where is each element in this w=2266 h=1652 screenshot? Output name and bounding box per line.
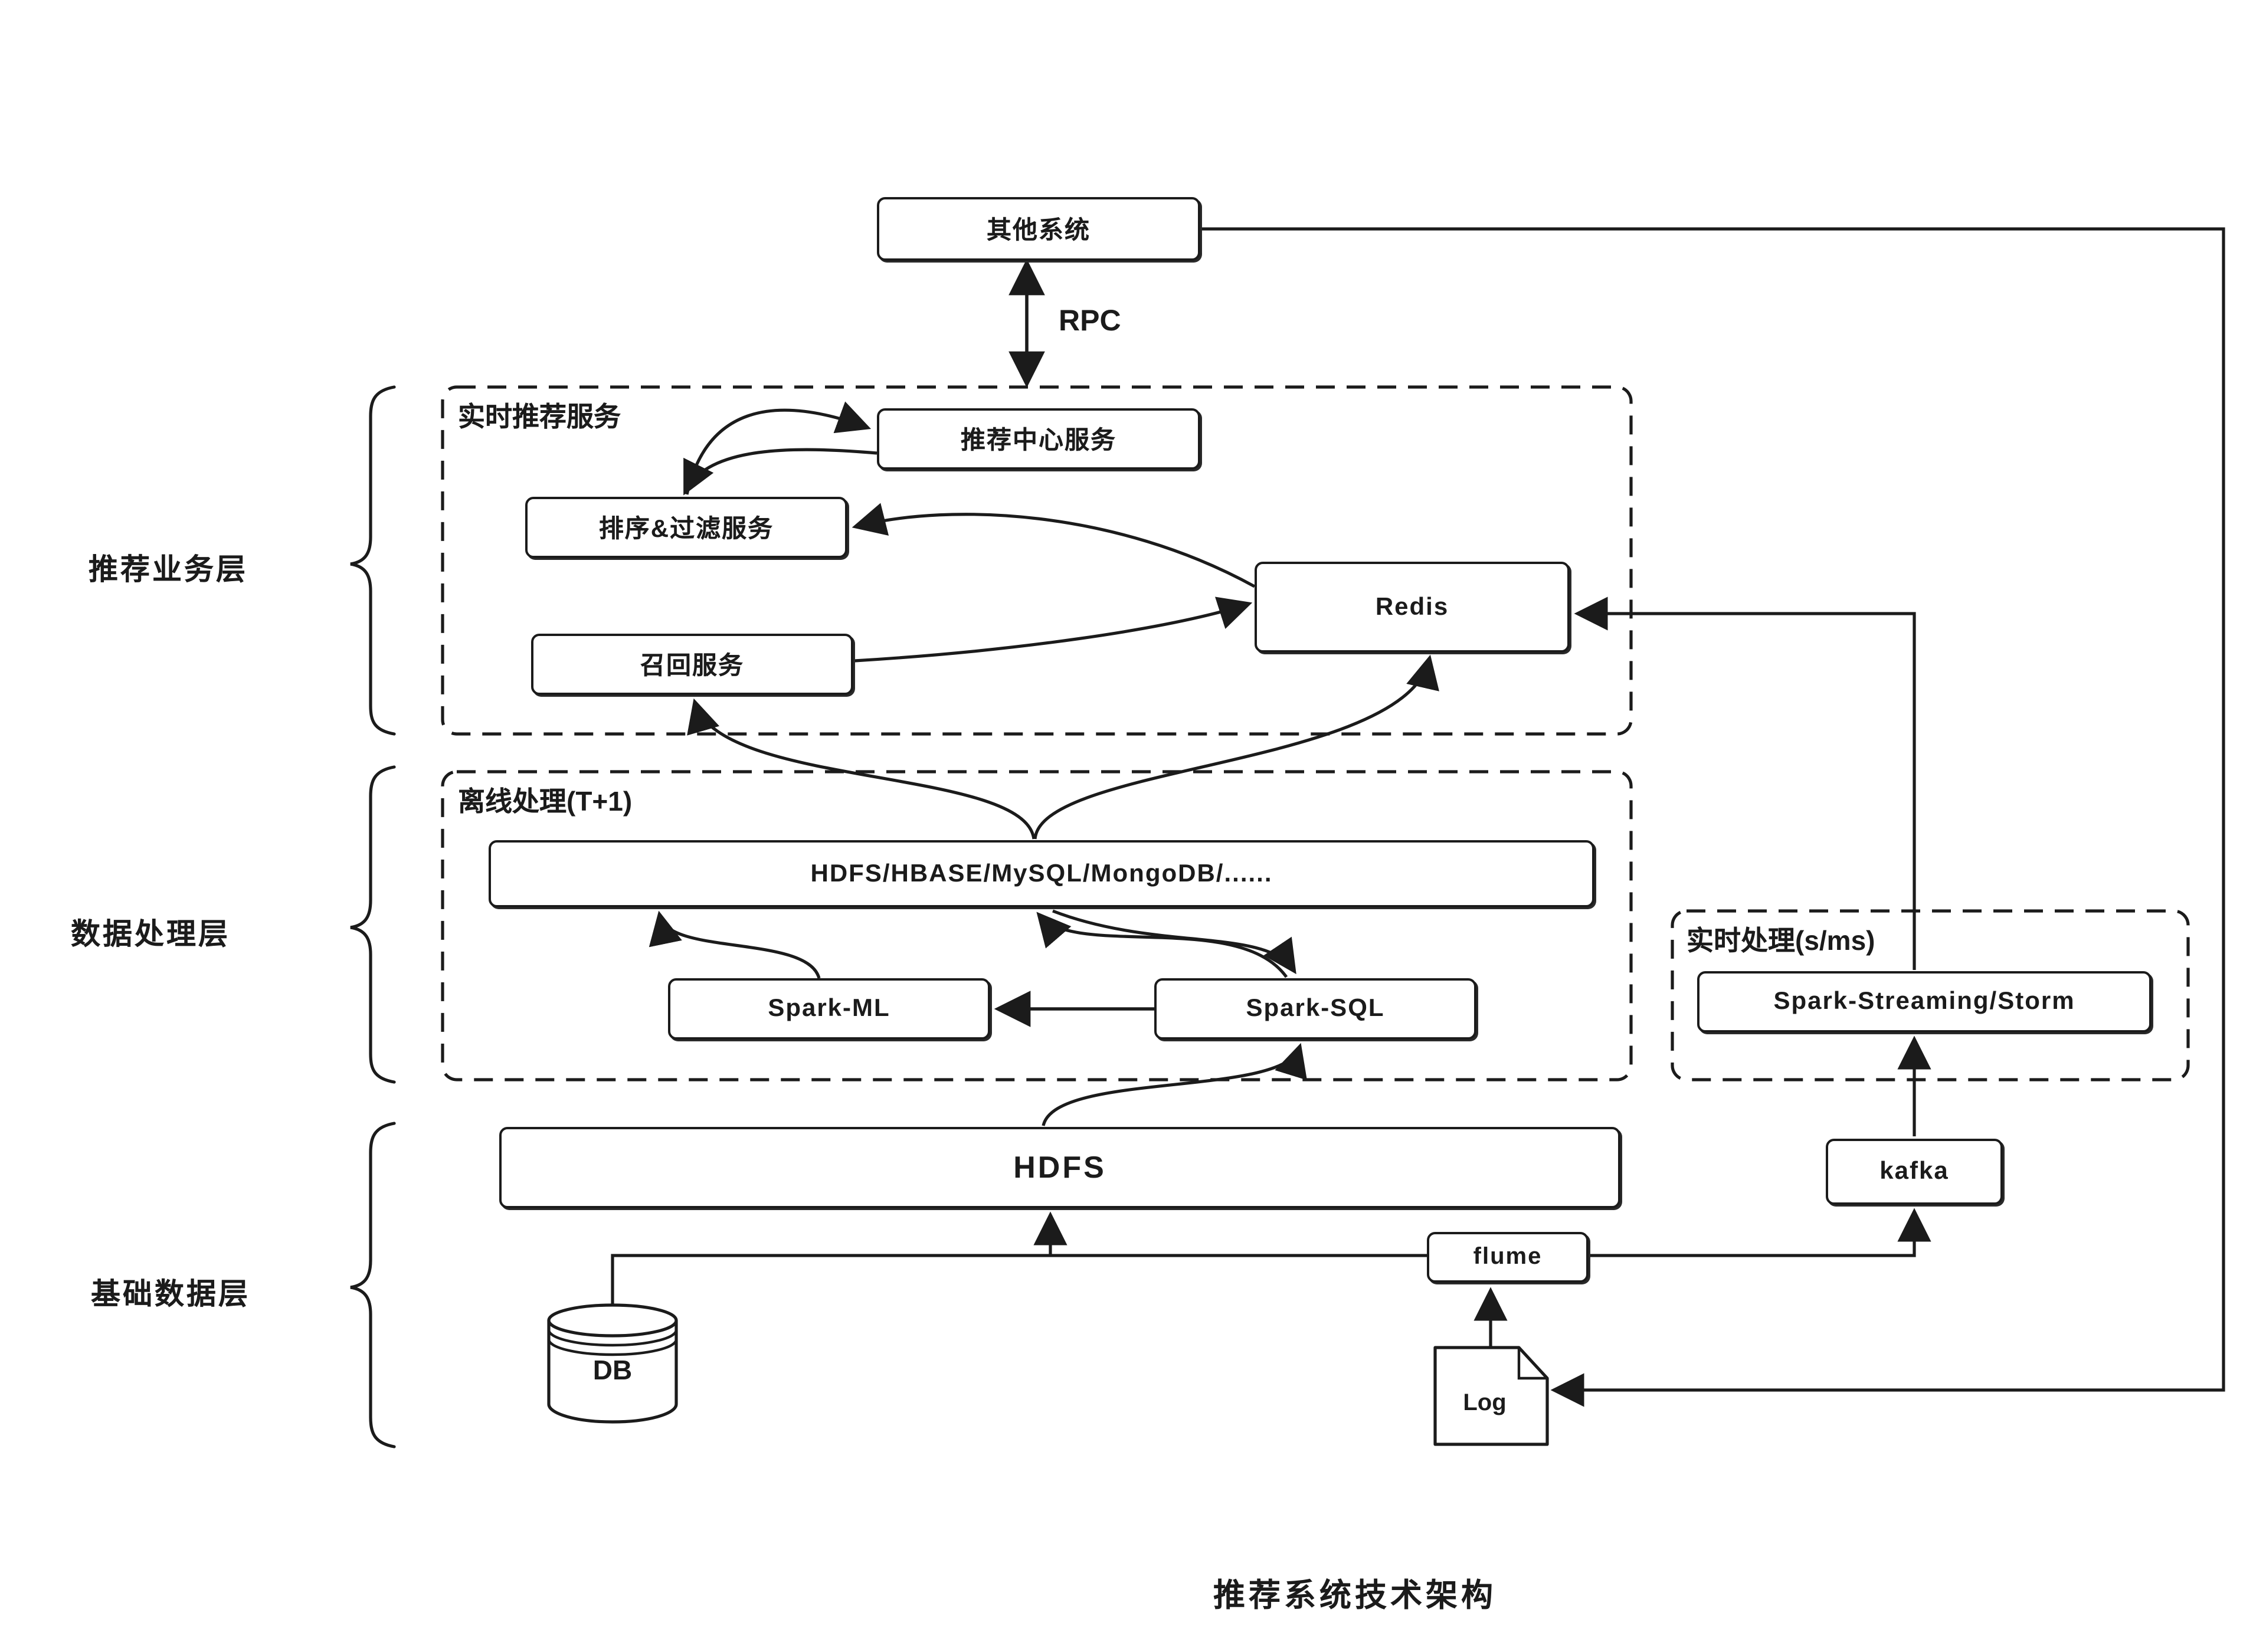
spark-ml-box: Spark-ML (668, 978, 990, 1040)
conn-recall-to-redis (854, 596, 1253, 663)
conn-flume-to-kafka (1589, 1208, 1931, 1257)
brace-base-data-layer (350, 1122, 396, 1448)
offline-group-label: 离线处理(T+1) (458, 786, 633, 817)
layer-label-business: 推荐业务层 (89, 553, 248, 586)
layer-label-base-data: 基础数据层 (91, 1278, 251, 1311)
conn-spark-streaming-to-redis (1574, 596, 1916, 970)
conn-spark-ml-to-storage (649, 910, 821, 979)
storage-row-label: HDFS/HBASE/MySQL/MongoDB/...... (810, 860, 1273, 887)
other-system-label: 其他系统 (987, 217, 1091, 244)
flume-box: flume (1427, 1232, 1589, 1283)
recall-box: 召回服务 (531, 634, 853, 695)
db-cylinder-icon (547, 1303, 678, 1424)
conn-spark-sql-to-storage (1036, 912, 1288, 978)
conn-storage-to-redis (1033, 654, 1439, 840)
log-label: Log (1463, 1389, 1507, 1415)
redis-box: Redis (1255, 562, 1570, 653)
conn-storage-to-spark-sql (1052, 909, 1296, 975)
brace-business-layer (350, 385, 396, 736)
offline-group-border (441, 770, 1633, 1081)
kafka-box: kafka (1826, 1139, 2003, 1205)
spark-streaming-box: Spark-Streaming/Storm (1697, 971, 2152, 1032)
spark-ml-label: Spark-ML (768, 995, 890, 1022)
realtime-processing-group-label: 实时处理(s/ms) (1687, 925, 1875, 956)
diagram-title: 推荐系统技术架构 (1213, 1578, 1497, 1613)
recall-label: 召回服务 (640, 653, 744, 680)
conn-hdfs-to-spark-sql (1042, 1043, 1307, 1126)
spark-sql-box: Spark-SQL (1154, 978, 1476, 1040)
hdfs-box: HDFS (499, 1127, 1620, 1208)
brace-data-processing-layer (350, 765, 396, 1084)
rec-center-label: 推荐中心服务 (961, 427, 1116, 454)
redis-label: Redis (1375, 593, 1449, 620)
rank-filter-label: 排序&过滤服务 (598, 516, 774, 543)
conn-other-system-to-log (1200, 227, 2225, 1407)
layer-label-data-processing: 数据处理层 (71, 918, 231, 951)
log-document-icon (1433, 1346, 1549, 1446)
conn-storage-to-recall (687, 698, 1036, 840)
other-system-box: 其他系统 (877, 197, 1200, 261)
kafka-label: kafka (1879, 1158, 1949, 1185)
storage-row-box: HDFS/HBASE/MySQL/MongoDB/...... (489, 840, 1594, 907)
db-label: DB (592, 1354, 633, 1385)
rec-center-box: 推荐中心服务 (877, 408, 1200, 470)
flume-label: flume (1473, 1244, 1543, 1270)
realtime-service-group-border (441, 385, 1633, 736)
conn-redis-to-rank-filter (852, 503, 1256, 588)
conn-db-flume-bus-line (611, 1254, 1427, 1305)
conn-rec-center-to-rank-filter (683, 448, 877, 496)
hdfs-label: HDFS (1013, 1149, 1106, 1185)
realtime-service-group-label: 实时推荐服务 (458, 401, 621, 432)
spark-streaming-label: Spark-Streaming/Storm (1773, 988, 2075, 1015)
spark-sql-label: Spark-SQL (1246, 995, 1385, 1022)
rpc-label: RPC (1059, 304, 1121, 337)
rank-filter-box: 排序&过滤服务 (525, 497, 847, 558)
conn-rank-filter-to-rec-center (685, 401, 872, 495)
